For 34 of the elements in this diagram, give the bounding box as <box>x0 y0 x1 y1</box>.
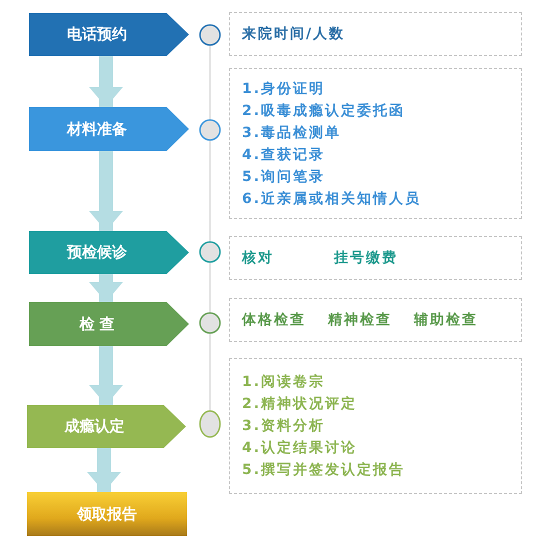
detail-text: 辅助检查 <box>414 311 478 329</box>
list-item: 3.资料分析 <box>242 417 326 436</box>
detail-panel <box>229 358 522 494</box>
down-arrow <box>89 346 123 405</box>
list-item: 2.精神状况评定 <box>242 394 358 414</box>
step-label: 检 查 <box>79 314 115 334</box>
detail-panel <box>229 68 522 219</box>
down-arrow <box>89 151 123 231</box>
list-item: 2.吸毒成瘾认定委托函 <box>242 102 406 120</box>
down-arrow <box>87 448 121 492</box>
step-label: 成瘾认定 <box>64 417 124 436</box>
detail-panel <box>229 236 522 280</box>
list-item: 5.撰写并签发认定报告 <box>242 460 406 480</box>
detail-panel <box>229 12 522 56</box>
step-label: 电话预约 <box>67 25 127 44</box>
list-item: 5.询问笔录 <box>242 168 326 186</box>
final-step-box <box>27 492 187 536</box>
detail-text: 挂号缴费 <box>334 249 398 267</box>
detail-text: 精神检查 <box>328 311 392 329</box>
step-label: 预检候诊 <box>67 243 127 262</box>
list-item: 1.阅读卷宗 <box>242 372 326 392</box>
detail-text: 体格检查 <box>242 311 306 329</box>
step-label: 领取报告 <box>77 504 137 524</box>
step-label: 材料准备 <box>67 120 127 138</box>
list-item: 3.毒品检测单 <box>242 124 342 142</box>
list-item: 4.认定结果讨论 <box>242 438 358 458</box>
detail-text: 来院时间/人数 <box>242 25 346 43</box>
detail-text: 核对 <box>242 249 274 267</box>
list-item: 1.身份证明 <box>242 80 326 98</box>
list-item: 4.查获记录 <box>242 146 326 164</box>
down-arrow <box>89 274 123 302</box>
down-arrow <box>89 56 123 107</box>
list-item: 6.近亲属或相关知情人员 <box>242 190 422 208</box>
detail-panel <box>229 298 522 342</box>
